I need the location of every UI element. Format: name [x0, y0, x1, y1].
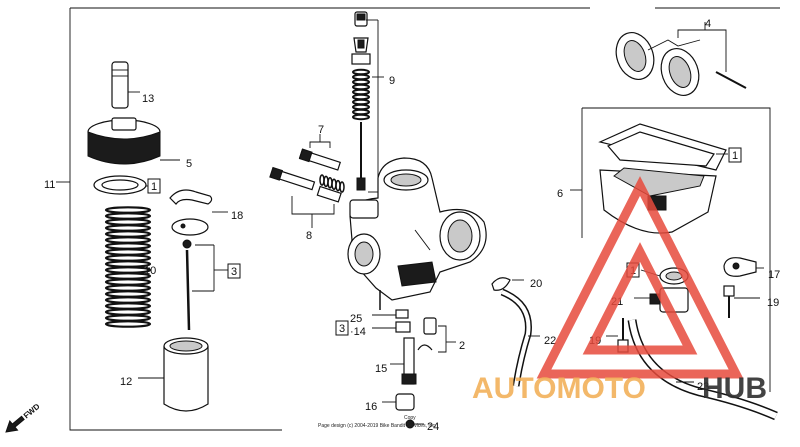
- callout-c4: 4: [705, 18, 711, 30]
- callout-c13: 13: [142, 93, 154, 105]
- spring-coil: [104, 290, 152, 298]
- boxed-callout-b1b: 1: [732, 150, 738, 162]
- part-24-clip: [405, 419, 424, 429]
- spring-coil: [104, 230, 152, 238]
- part-18-clip: [169, 189, 228, 236]
- part-15-needle-jet: [390, 337, 417, 385]
- fwd-indicator: FWD: [5, 402, 42, 433]
- part-10-spring: [104, 206, 152, 328]
- spring-coil: [104, 224, 152, 232]
- part-carburetor-body: [347, 157, 487, 310]
- spring-coil: [352, 108, 370, 116]
- part-3-jet-needle: [182, 239, 228, 331]
- spring-coil: [352, 88, 370, 96]
- copyright-top: Copy: [404, 415, 416, 421]
- spring-coil: [352, 83, 370, 91]
- callout-c2: 2: [459, 340, 465, 352]
- spring-coil: [104, 284, 152, 292]
- callout-c10: 10: [144, 265, 156, 277]
- part-25-washer: [372, 309, 409, 319]
- part-19-screw-upper: [723, 285, 760, 318]
- callout-c20: 20: [530, 278, 542, 290]
- watermark-triangle-inner: [582, 242, 698, 355]
- callout-c23: 23: [697, 381, 709, 393]
- callout-c18: 18: [231, 210, 243, 222]
- part-22-overflow-tube: [500, 288, 540, 387]
- spring-coil: [104, 314, 152, 322]
- part-6-float-bowl: [598, 123, 728, 234]
- copyright-notice: Page design (c) 2004-2019 Bike Bandit Se…: [318, 423, 436, 429]
- spring-coil: [352, 113, 370, 121]
- callout-c24: 24: [427, 421, 439, 433]
- part-20-clip: [491, 277, 524, 291]
- callout-c17: 17: [768, 269, 780, 281]
- automotohub-watermark: AUTOMOTO HUB: [472, 176, 767, 405]
- part-12-throttle-valve: [138, 337, 209, 412]
- callout-c9: 9: [389, 75, 395, 87]
- spring-coil: [352, 78, 370, 86]
- spring-coil: [104, 242, 152, 250]
- part-7-screw: [298, 134, 342, 171]
- spring-coil: [339, 181, 345, 193]
- fwd-label: FWD: [22, 402, 42, 421]
- boxed-callout-b1a: 1: [151, 181, 157, 193]
- part-16-float-valve: [382, 393, 415, 411]
- callout-c12: 12: [120, 376, 132, 388]
- callout-c8: 8: [306, 230, 312, 242]
- part-14-jet: [372, 321, 411, 333]
- part-2-main-jet: [417, 317, 456, 353]
- spring-coil: [352, 93, 370, 101]
- spring-coil: [104, 308, 152, 316]
- part-13-adjuster: [111, 61, 140, 109]
- spring-coil: [352, 73, 370, 81]
- callout-c19a: 19: [767, 297, 779, 309]
- spring-coil: [104, 248, 152, 256]
- callout-c22: 22: [544, 335, 556, 347]
- callout-c16: 16: [365, 401, 377, 413]
- callout-c6: 6: [557, 188, 563, 200]
- part-17-bracket: [723, 257, 764, 277]
- callout-c15: 15: [375, 363, 387, 375]
- spring-coil: [104, 236, 152, 244]
- spring-coil: [104, 302, 152, 310]
- diagram-frame: [56, 7, 780, 431]
- watermark-word-automoto: AUTOMOTO: [472, 372, 646, 405]
- callout-c25: 25: [350, 313, 362, 325]
- spring-coil: [104, 320, 152, 328]
- boxed-callout-frame-b3: [227, 263, 241, 279]
- float-chamber-frame: [570, 107, 771, 392]
- boxed-callout-b3: 3: [231, 266, 237, 278]
- callout-c14: ·14: [350, 326, 366, 338]
- watermark-word-hub: HUB: [702, 372, 767, 405]
- spring-coil: [104, 218, 152, 226]
- spring-coil: [104, 278, 152, 286]
- spring-coil: [104, 206, 152, 214]
- part-4-float: [615, 22, 747, 96]
- boxed-callout-b3b: 3: [339, 323, 345, 335]
- callout-c5: 5: [186, 158, 192, 170]
- part-washer: [93, 175, 154, 195]
- part-5-top-cap: [87, 117, 180, 165]
- callout-c11: 11: [44, 179, 55, 191]
- boxed-callout-frame-b1b: [728, 147, 742, 163]
- boxed-callout-frame-b1a: [147, 178, 161, 194]
- spring-coil: [104, 254, 152, 262]
- boxed-callout-frame-b3b: [335, 320, 349, 336]
- watermark-triangle: [536, 176, 744, 379]
- spring-coil: [352, 68, 370, 76]
- spring-coil: [352, 103, 370, 111]
- spring-coil: [104, 212, 152, 220]
- callout-c7: 7: [318, 124, 324, 136]
- spring-coil: [352, 98, 370, 106]
- part-9-pilot-screw-set: [351, 11, 384, 193]
- spring-coil: [104, 296, 152, 304]
- part-8-screw-set: [269, 166, 345, 228]
